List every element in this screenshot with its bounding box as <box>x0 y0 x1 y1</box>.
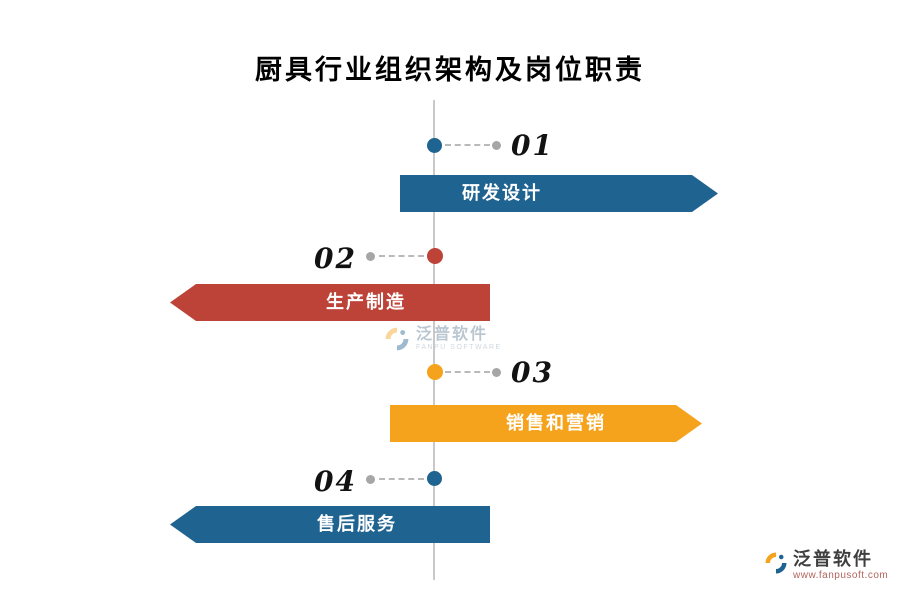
banner-production-manufacturing: 生产制造 <box>170 284 490 321</box>
connector-end-dot-3 <box>492 368 501 377</box>
banner-research-design: 研发设计 <box>400 175 718 212</box>
connector-end-dot-1 <box>492 141 501 150</box>
connector-end-dot-2 <box>366 252 375 261</box>
connector-line-3 <box>445 371 490 373</box>
timeline-node-dot-3 <box>427 364 443 380</box>
banner-after-sales-service: 售后服务 <box>170 506 490 543</box>
footer-text-block: 泛普软件 www.fanpusoft.com <box>793 549 888 581</box>
step-number-2: 02 <box>314 242 357 275</box>
footer-brand-text: 泛普软件 <box>793 549 873 569</box>
connector-end-dot-4 <box>366 475 375 484</box>
center-watermark: 泛普软件 FANPU SOFTWARE <box>384 326 502 352</box>
footer-website-text: www.fanpusoft.com <box>793 570 889 581</box>
watermark-brand-subtext: FANPU SOFTWARE <box>416 344 502 351</box>
fanpu-logo-icon <box>385 327 409 351</box>
timeline-node-dot-1 <box>427 138 442 153</box>
timeline-axis <box>433 100 435 580</box>
banner-sales-marketing: 销售和营销 <box>390 405 702 442</box>
page-title: 厨具行业组织架构及岗位职责 <box>255 55 645 85</box>
step-number-3: 03 <box>511 356 554 389</box>
timeline-node-dot-2 <box>427 248 443 264</box>
step-number-4: 04 <box>314 465 357 498</box>
watermark-brand-text: 泛普软件 <box>416 326 489 343</box>
timeline-node-dot-4 <box>427 471 442 486</box>
connector-line-1 <box>445 144 490 146</box>
footer-watermark: 泛普软件 www.fanpusoft.com <box>764 549 888 581</box>
connector-line-2 <box>379 255 424 257</box>
fanpu-logo-icon <box>765 552 787 574</box>
step-number-1: 01 <box>511 129 554 162</box>
connector-line-4 <box>379 478 424 480</box>
watermark-text-block: 泛普软件 FANPU SOFTWARE <box>416 326 502 352</box>
